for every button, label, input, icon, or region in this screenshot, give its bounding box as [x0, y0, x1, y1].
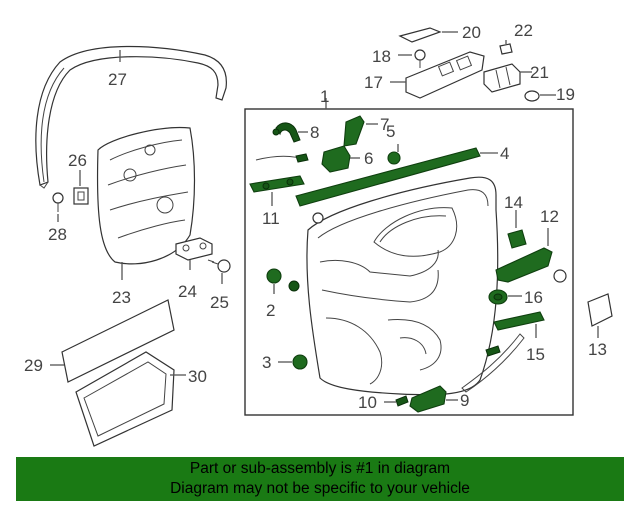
callout-27[interactable]: 27	[108, 70, 127, 89]
callout-10[interactable]: 10	[358, 393, 377, 412]
callout-30[interactable]: 30	[188, 367, 207, 386]
part-4-belt-weatherstrip[interactable]	[295, 147, 481, 207]
callout-12[interactable]: 12	[540, 207, 559, 226]
callout-7[interactable]: 7	[380, 115, 389, 134]
callout-24[interactable]: 24	[178, 282, 197, 301]
part-1-door-trim-panel[interactable]	[306, 176, 499, 396]
callout-25[interactable]: 25	[210, 293, 229, 312]
part-5-clip[interactable]	[387, 151, 401, 165]
part-30-deflector[interactable]	[75, 351, 175, 447]
callout-21[interactable]: 21	[530, 63, 549, 82]
part-25-screw[interactable]	[207, 259, 231, 273]
callout-18[interactable]: 18	[372, 47, 391, 66]
callout-1[interactable]: 1	[320, 87, 329, 106]
assembly-box	[244, 108, 574, 416]
part-19-plug[interactable]	[524, 90, 540, 102]
part-28-pin[interactable]	[52, 192, 64, 212]
callout-20[interactable]: 20	[462, 23, 481, 42]
callout-23[interactable]: 23	[112, 288, 131, 307]
part-harness-upper[interactable]	[255, 153, 309, 163]
callout-14[interactable]: 14	[504, 193, 523, 212]
callout-15[interactable]: 15	[526, 345, 545, 364]
part-26-clip[interactable]	[73, 187, 89, 205]
part-9-pocket-trim[interactable]	[409, 385, 447, 413]
part-13-trim[interactable]	[587, 293, 613, 327]
callout-13[interactable]: 13	[588, 340, 607, 359]
callout-5[interactable]: 5	[386, 122, 395, 141]
banner-line-2: Diagram may not be specific to your vehi…	[170, 480, 470, 497]
part-27-frame-moulding[interactable]	[35, 45, 227, 189]
part-23-door-module[interactable]	[96, 126, 196, 265]
callout-28[interactable]: 28	[48, 225, 67, 244]
part-panel-fastener[interactable]	[312, 212, 324, 224]
part-17-switch-panel[interactable]	[405, 51, 485, 99]
callout-29[interactable]: 29	[24, 356, 43, 375]
part-18-screw[interactable]	[414, 49, 426, 68]
callout-17[interactable]: 17	[364, 73, 383, 92]
part-16-grommet[interactable]	[488, 289, 508, 305]
callout-6[interactable]: 6	[364, 149, 373, 168]
part-8-harness[interactable]	[272, 122, 301, 143]
callout-4[interactable]: 4	[500, 144, 509, 163]
part-6-speaker-housing[interactable]	[321, 145, 351, 173]
part-3-retainer[interactable]	[292, 354, 308, 370]
part-10-clip[interactable]	[395, 395, 409, 407]
part-21-switch[interactable]	[483, 63, 521, 93]
banner-line-1: Part or sub-assembly is #1 in diagram	[189, 460, 451, 477]
part-11-pull-bracket[interactable]	[249, 175, 305, 193]
part-7-bracket[interactable]	[343, 115, 365, 147]
part-29-foam-strip[interactable]	[61, 299, 175, 383]
disclaimer-banner: Part or sub-assembly is #1 in diagram Di…	[16, 457, 624, 501]
part-20-bezel[interactable]	[398, 27, 442, 43]
callout-3[interactable]: 3	[262, 353, 271, 372]
callout-2[interactable]: 2	[266, 301, 275, 320]
part-15-armrest-trim[interactable]	[461, 311, 545, 393]
callout-11[interactable]: 11	[262, 209, 280, 228]
callout-8[interactable]: 8	[310, 123, 319, 142]
part-22-clip[interactable]	[499, 43, 513, 55]
part-2-tweeter[interactable]	[266, 268, 300, 292]
parts-diagram: 27 23 26 28 24 25 29	[24, 21, 613, 447]
part-24-bracket[interactable]	[175, 237, 213, 261]
callout-22[interactable]: 22	[514, 21, 533, 40]
callout-9[interactable]: 9	[460, 391, 469, 410]
part-12-handle-bezel[interactable]	[495, 247, 567, 283]
callout-26[interactable]: 26	[68, 151, 87, 170]
part-14-switch-bezel[interactable]	[507, 229, 527, 249]
callout-19[interactable]: 19	[556, 85, 575, 104]
callout-16[interactable]: 16	[524, 288, 543, 307]
